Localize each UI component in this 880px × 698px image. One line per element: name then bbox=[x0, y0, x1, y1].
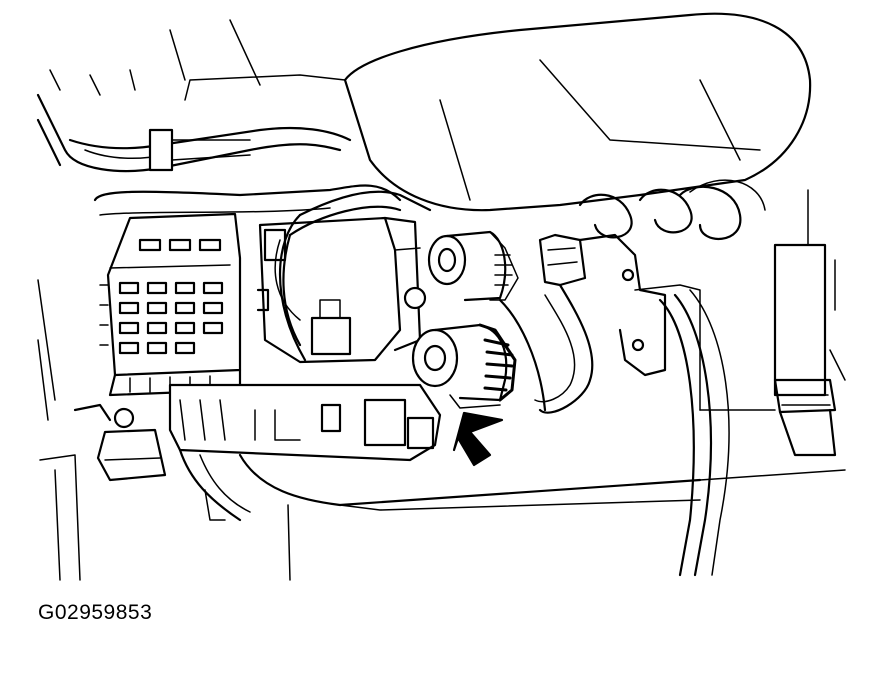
target-connector bbox=[411, 323, 517, 409]
arrow-up-right-icon bbox=[452, 411, 504, 467]
upper-connector bbox=[427, 230, 519, 302]
right-wiring bbox=[634, 189, 846, 577]
left-bolt-bracket bbox=[37, 279, 167, 581]
vacuum-hose bbox=[279, 190, 432, 362]
mounting-bracket bbox=[256, 216, 427, 364]
floor-lines bbox=[204, 469, 846, 581]
fuse-slots bbox=[118, 238, 224, 355]
fuse-block bbox=[99, 212, 242, 397]
component-location-illustration bbox=[36, 12, 846, 581]
figure-id-label: G02959853 bbox=[38, 601, 153, 624]
coiled-hoses bbox=[578, 179, 766, 240]
wiring-harness bbox=[36, 69, 402, 216]
side-bracket bbox=[498, 233, 667, 414]
dash-panel bbox=[169, 12, 812, 212]
lower-panel bbox=[168, 383, 702, 522]
